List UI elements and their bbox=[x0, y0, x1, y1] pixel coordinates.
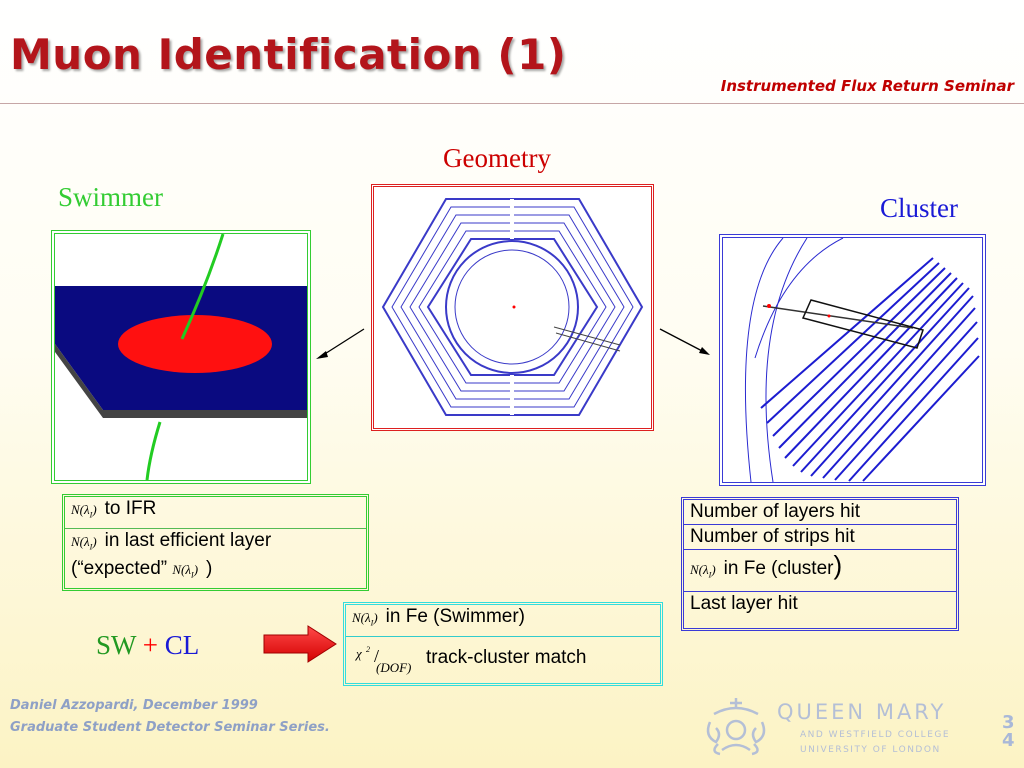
match-row-1: in Fe (Swimmer) bbox=[385, 606, 525, 627]
detector-geometry-illustration bbox=[381, 198, 644, 416]
swimmer-row-2-suffix: ) bbox=[206, 558, 213, 580]
cluster-row-4: Last layer hit bbox=[690, 592, 798, 614]
swimmer-image bbox=[51, 230, 311, 484]
arrow-to-swimmer bbox=[316, 328, 365, 359]
table-row: N(λI) in Fe (cluster) bbox=[684, 550, 956, 592]
series-line: Graduate Student Detector Seminar Series… bbox=[10, 720, 330, 735]
header-divider bbox=[0, 103, 1024, 104]
table-row: N(λI) in Fe (Swimmer) bbox=[346, 605, 660, 637]
slide-title: Muon Identification (1) bbox=[10, 30, 567, 79]
geometry-heading: Geometry bbox=[443, 143, 551, 173]
table-row: χ 2 / (DOF) track-cluster match bbox=[346, 636, 660, 675]
cluster-row-2: Number of strips hit bbox=[690, 526, 855, 547]
cluster-row-3: in Fe (cluster bbox=[723, 558, 834, 579]
n-lambda-symbol: N(λI) bbox=[71, 502, 97, 520]
logo-westfield: AND WESTFIELD COLLEGE bbox=[800, 730, 951, 740]
cluster-heading: Cluster bbox=[880, 193, 958, 223]
sw-cl-formula: SW + CL bbox=[96, 630, 199, 661]
swimmer-variables-table: N(λI) to IFR N(λI) in last efficient layer… bbox=[62, 494, 369, 591]
queen-mary-crest-icon bbox=[706, 698, 766, 756]
page-number: 3 4 bbox=[1002, 712, 1015, 751]
swimmer-illustration bbox=[55, 234, 307, 480]
table-row: N(λI) to IFR bbox=[65, 497, 366, 529]
cluster-row-3-close: ) bbox=[833, 550, 843, 580]
match-row-2: track-cluster match bbox=[426, 646, 587, 668]
cluster-row-1: Number of layers hit bbox=[690, 501, 861, 522]
arrow-to-cluster bbox=[659, 328, 710, 355]
table-row: Number of layers hit bbox=[684, 500, 956, 525]
sw-label: SW bbox=[96, 630, 137, 660]
cluster-variables-table: Number of layers hit Number of strips hi… bbox=[681, 497, 959, 631]
red-arrow-icon bbox=[263, 625, 337, 663]
seminar-subtitle: Instrumented Flux Return Seminar bbox=[720, 77, 1014, 95]
swimmer-row-2-prefix: (“expected” bbox=[71, 558, 168, 580]
table-row: Number of strips hit bbox=[684, 525, 956, 550]
cluster-image bbox=[719, 234, 986, 486]
plus-label: + bbox=[142, 630, 158, 660]
table-row: N(λI) in last efficient layer (“expected”… bbox=[65, 528, 366, 588]
chi2-dof-symbol: χ 2 / (DOF) bbox=[356, 644, 412, 675]
n-lambda-symbol: N(λI) bbox=[690, 562, 716, 580]
logo-university: UNIVERSITY OF LONDON bbox=[800, 745, 941, 755]
swimmer-row-2: in last efficient layer bbox=[104, 529, 272, 551]
table-row: Last layer hit bbox=[684, 591, 956, 616]
n-lambda-symbol: N(λI) bbox=[71, 533, 97, 552]
swimmer-heading: Swimmer bbox=[58, 182, 163, 212]
geometry-image bbox=[371, 184, 654, 431]
n-lambda-symbol: N(λI) bbox=[172, 562, 199, 580]
author-line: Daniel Azzopardi, December 1999 bbox=[10, 698, 258, 713]
n-lambda-symbol: N(λI) bbox=[352, 610, 378, 628]
logo-queen-mary: QUEEN MARY bbox=[777, 700, 947, 724]
match-variables-table: N(λI) in Fe (Swimmer) χ 2 / (DOF) track-c… bbox=[343, 602, 663, 686]
swimmer-row-1: to IFR bbox=[104, 498, 157, 519]
cluster-illustration bbox=[744, 238, 980, 482]
cl-label: CL bbox=[164, 630, 200, 660]
